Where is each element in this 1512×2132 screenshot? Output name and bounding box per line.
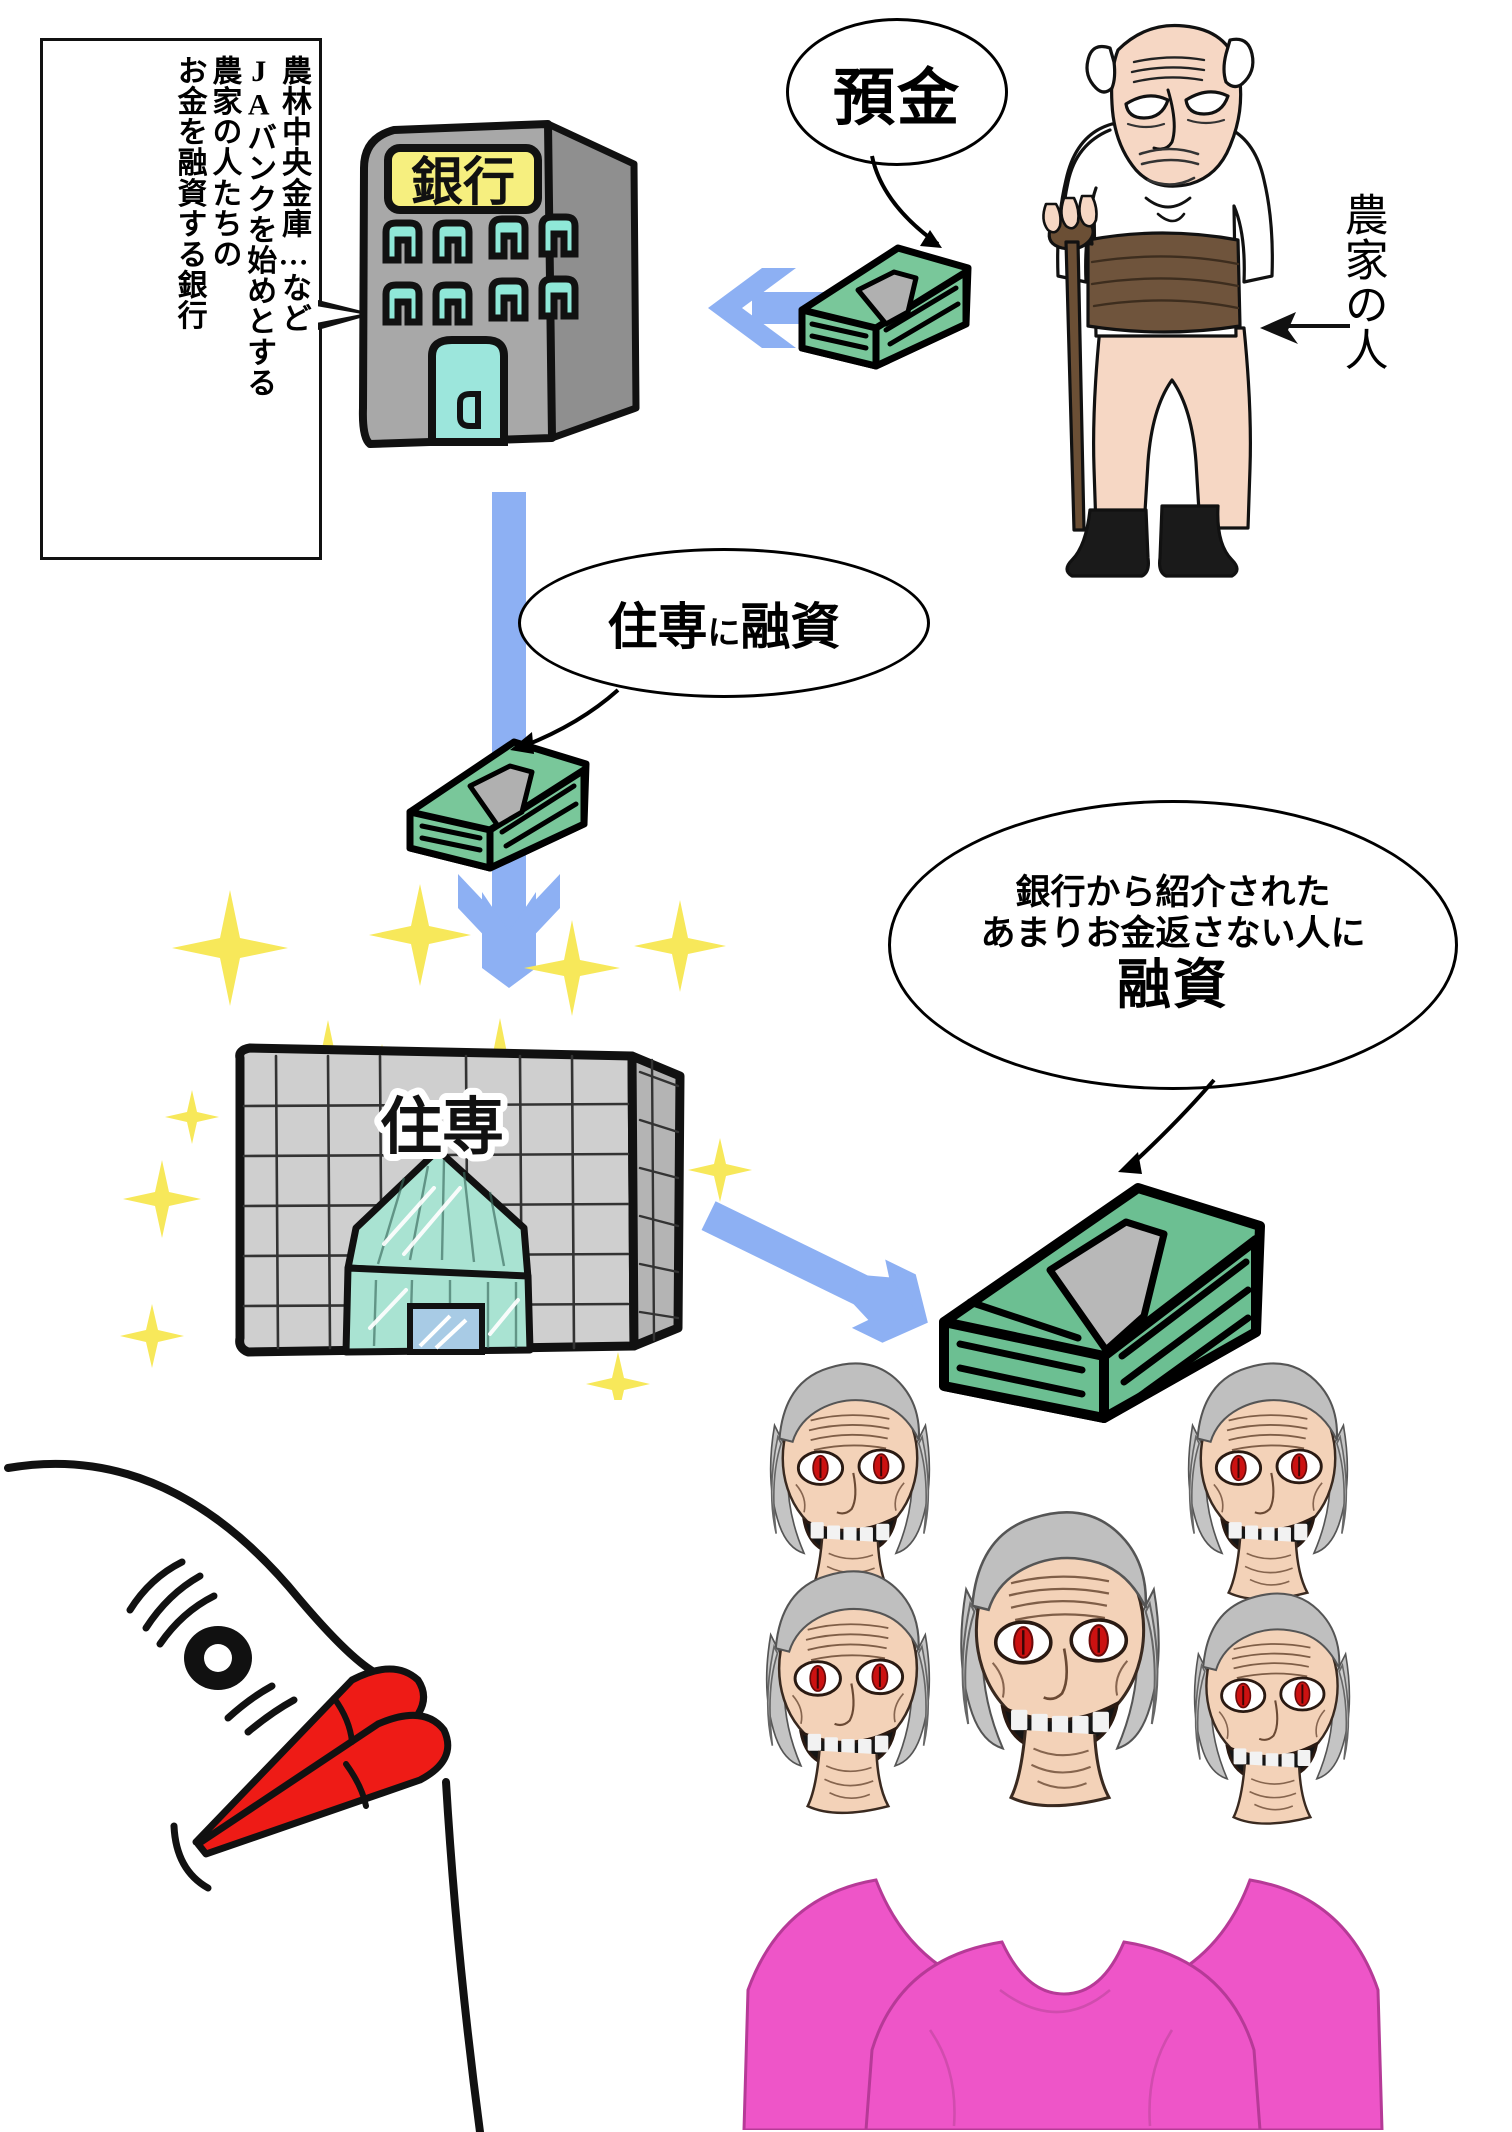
bank-sign-label: 銀行 (411, 154, 515, 212)
bank-building: 銀行 (352, 108, 642, 476)
arrow-juusen-to-debtors (701, 1201, 928, 1343)
elderly-farmer (1042, 23, 1274, 578)
loan-to-juusen-bubble-tail (510, 688, 620, 754)
loan-to-juusen-text: 住専に融資 (607, 599, 841, 655)
loan-bubble-line-1: 銀行から紹介された (1015, 873, 1331, 913)
callout-column-3: 農家の人たちの (207, 55, 241, 270)
loan-bubble-line-3: 融資 (1116, 955, 1229, 1016)
debtor-face-center (959, 1510, 1161, 1808)
loan-to-juusen-bubble: 住専に融資 (518, 548, 930, 698)
debtor-crowd (742, 1361, 1384, 2130)
debtor-face-lower-right (1193, 1592, 1351, 1825)
juusen-label-outline: 住専 (380, 1093, 504, 1162)
debtor-face-upper-right (1187, 1361, 1349, 1601)
juusen-label: 住専 (380, 1093, 504, 1162)
bank-explanation-box: 農林中央金庫…など JAバンクを始めとする 農家の人たちの お金を融資する銀行 (40, 38, 322, 560)
farmer-label-text: 農家の人 (1337, 192, 1387, 372)
deposit-bubble-tail (870, 155, 942, 248)
loan-bubble-line-2: あまりお金返さない人に (980, 913, 1366, 953)
debtor-shirt-front (864, 1940, 1262, 2130)
loan-to-debtors-bubble: 銀行から紹介された あまりお金返さない人に 融資 (888, 800, 1458, 1090)
callout-column-4: お金を融資する銀行 (172, 55, 206, 331)
deposit-bubble-text: 預金 (832, 65, 961, 133)
debtor-face-lower-left (765, 1569, 931, 1815)
juusen-building: 住専 住専 (228, 1028, 698, 1378)
debtor-face-upper-left (769, 1361, 931, 1601)
callout-column-2: JAバンクを始めとする (242, 55, 276, 398)
money-bundle-juusen-loan (406, 738, 590, 872)
farmer-pointer-arrow (1260, 312, 1350, 344)
farmer-label: 農家の人 (1337, 192, 1387, 372)
money-bundle-debtor-loan (939, 1183, 1265, 1423)
callout-tail-inner (316, 306, 362, 323)
loan-bubble-tail (1118, 1078, 1216, 1174)
callout-column-1: 農林中央金庫…など (277, 55, 310, 334)
cartoon-head-pointing (4, 1459, 484, 2132)
money-bundle-deposit (798, 244, 972, 370)
deposit-bubble: 預金 (786, 18, 1008, 166)
